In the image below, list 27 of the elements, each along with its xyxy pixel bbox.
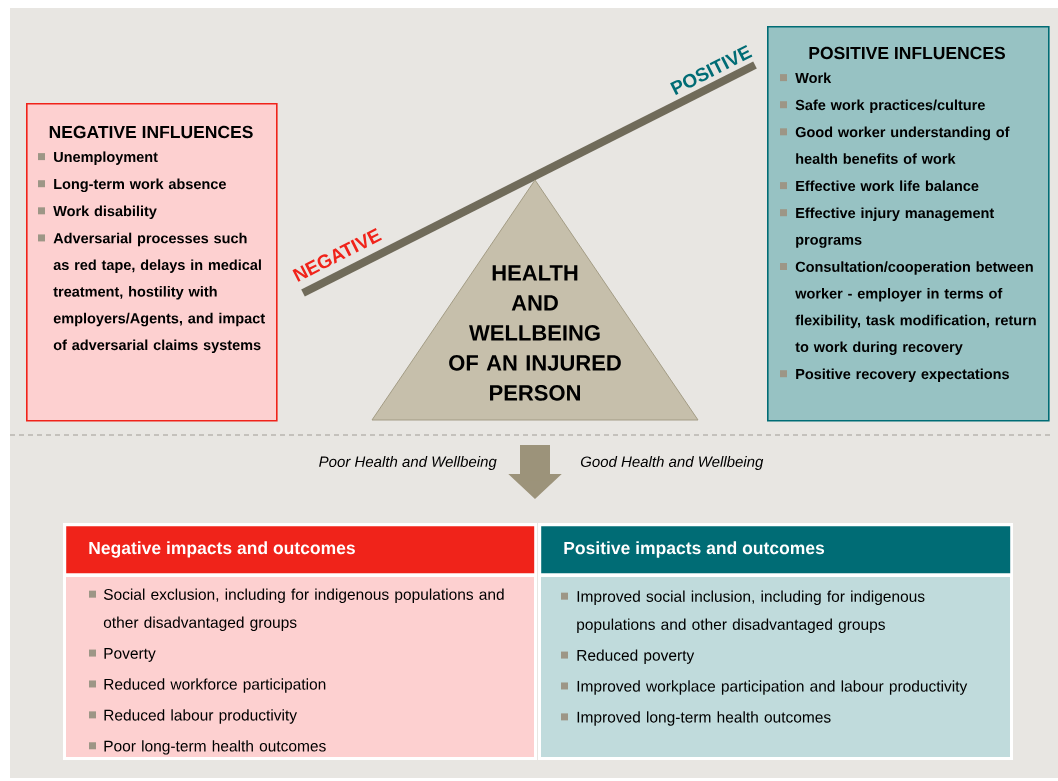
bullet-item: Work disability [38,205,157,220]
bullet-item: Unemployment [38,151,158,165]
bullet-item: Safe work practices/culture [780,99,985,113]
arrow-caption: Poor Health and Wellbeing [319,456,497,470]
triangle-label: HEALTH AND WELLBEING OF AN INJURED PERSON [449,265,621,401]
box-heading: POSITIVE INFLUENCES [809,46,1005,60]
panel-heading: Negative impacts and outcomes [89,541,355,558]
bullet-item: Long-term work absence [38,178,226,193]
bullet-item: Work [780,72,832,84]
bullet-item: Good worker understanding of health benefits of work [780,126,1010,164]
bullet-item: Consultation/cooperation between worker - employer in terms of flexibility, task modification, return to work during recovery [780,261,1036,355]
arrow-caption: Good Health and Wellbeing [580,456,764,470]
bullet-item: Reduced poverty [561,649,695,664]
bullet-item: Effective injury management programs [780,207,995,248]
bullet-item: Poor long-term health outcomes [89,740,326,755]
bullet-item: Reduced workforce participation [89,678,326,693]
box-heading: NEGATIVE INFLUENCES [49,125,253,139]
bullet-item: Improved long-term health outcomes [561,711,831,726]
bullet-item: Improved social inclusion, including for indigenous populations and other disadvantaged groups [561,590,925,633]
bullet-item: Poverty [89,648,156,662]
bullet-item: Reduced labour productivity [89,709,297,724]
bullet-item: Effective work life balance [780,180,979,192]
bullet-item: Adversarial processes such as red tape, delays in medical treatment, hostility with employers/Agents, and impact of adversarial claims systems [38,232,265,353]
bullet-item: Positive recovery expectations [780,368,1009,382]
bullet-item: Improved workplace participation and labour productivity [561,680,968,695]
panel-heading: Positive impacts and outcomes [564,541,825,558]
bullet-item: Social exclusion, including for indigenous populations and other disadvantaged groups [89,588,504,631]
